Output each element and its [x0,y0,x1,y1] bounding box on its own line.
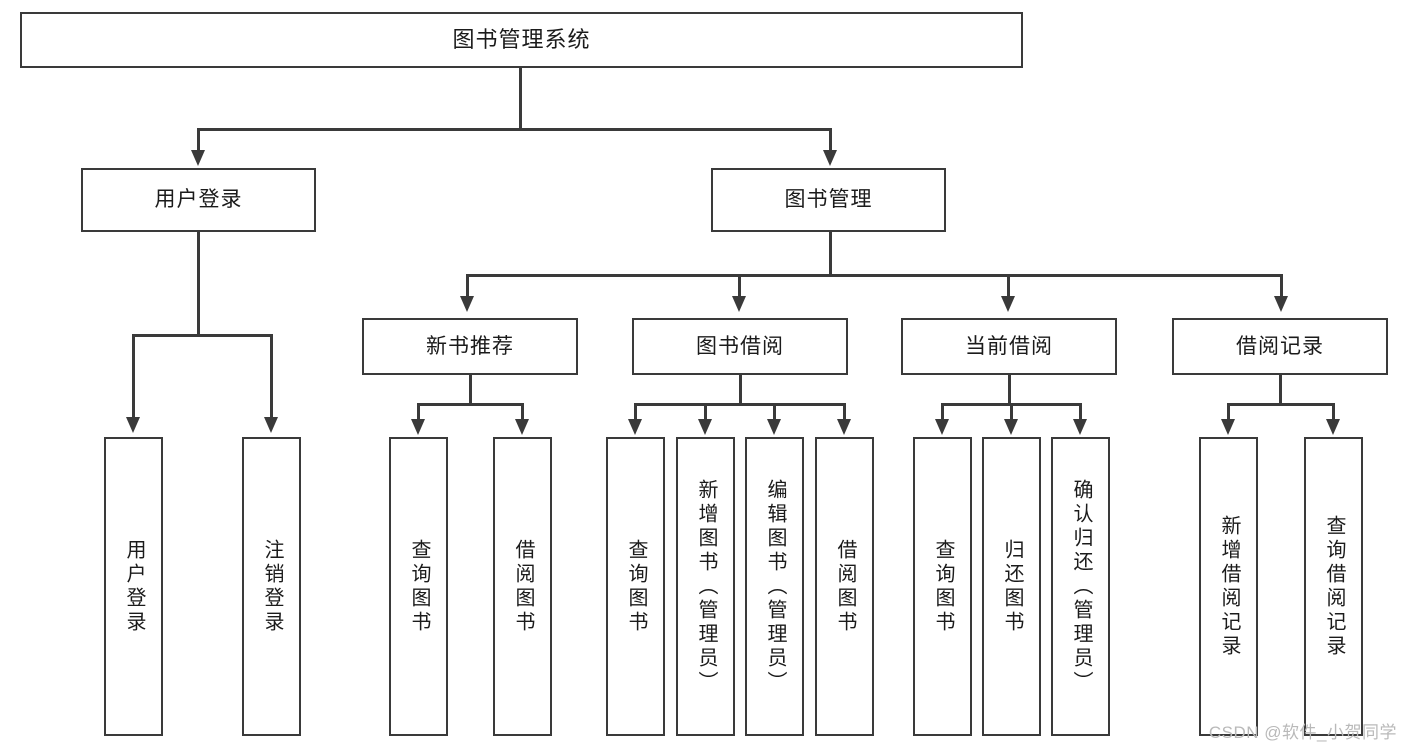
leaf-label: 编辑图书（管理员） [764,478,786,695]
edge-book-manage-to-recommend [466,274,469,298]
node-borrow-record[interactable]: 借阅记录 [1172,318,1388,375]
leaf-label: 确认归还（管理员） [1070,478,1092,695]
edge-borrow-stem [739,375,742,405]
leaf-label: 用户登录 [123,538,145,635]
leaf-label: 注销登录 [261,538,283,635]
node-root-book-management-system[interactable]: 图书管理系统 [20,12,1023,68]
node-new-book-recommend[interactable]: 新书推荐 [362,318,578,375]
arrow-book-manage-to-recommend [460,296,474,312]
leaf-label: 借阅图书 [834,538,856,635]
arrow-user-login-to-leaf-logout [264,417,278,433]
arrow-recommend-to-borrow [515,419,529,435]
edge-user-login-to-leaf-logout [270,334,273,419]
node-label: 用户登录 [154,188,243,212]
arrow-current-to-return [1004,419,1018,435]
node-book-management[interactable]: 图书管理 [711,168,946,232]
node-book-borrow[interactable]: 图书借阅 [632,318,848,375]
leaf-label: 查询图书 [932,538,954,635]
edge-current-to-query [941,403,944,421]
edge-record-to-query [1332,403,1335,421]
arrow-borrow-to-add [698,419,712,435]
node-label: 借阅记录 [1236,334,1324,358]
arrow-recommend-to-query [411,419,425,435]
arrow-root-to-book-manage [823,150,837,166]
arrow-borrow-to-borrowbook [837,419,851,435]
leaf-query-book-recommend[interactable]: 查询图书 [389,437,448,736]
node-label: 图书管理 [784,188,873,212]
edge-book-manage-bus [466,274,1280,277]
edge-recommend-to-borrow [521,403,524,421]
edge-book-manage-to-record [1280,274,1283,298]
edge-current-to-return [1010,403,1013,421]
edge-recommend-to-query [417,403,420,421]
leaf-query-borrow-record[interactable]: 查询借阅记录 [1304,437,1363,736]
node-label: 新书推荐 [426,334,514,358]
leaf-borrow-book[interactable]: 借阅图书 [815,437,874,736]
leaf-label: 查询图书 [408,538,430,635]
leaf-edit-book-admin[interactable]: 编辑图书（管理员） [745,437,804,736]
node-label: 当前借阅 [965,334,1053,358]
leaf-add-borrow-record[interactable]: 新增借阅记录 [1199,437,1258,736]
edge-borrow-to-add [704,403,707,421]
edge-root-stem [519,68,522,129]
edge-current-stem [1008,375,1011,405]
edge-book-manage-stem [829,232,832,276]
leaf-label: 查询借阅记录 [1323,514,1345,659]
leaf-label: 查询图书 [625,538,647,635]
edge-record-to-add [1227,403,1230,421]
leaf-label: 新增借阅记录 [1218,514,1240,659]
edge-root-to-book-manage [829,128,832,153]
edge-user-login-bus [132,334,270,337]
edge-user-login-stem [197,232,200,336]
edge-borrow-bus [634,403,844,406]
edge-record-bus [1227,403,1333,406]
edge-borrow-to-edit [773,403,776,421]
node-label: 图书借阅 [696,334,784,358]
arrow-book-manage-to-borrow [732,296,746,312]
arrow-borrow-to-query [628,419,642,435]
arrow-root-to-user-login [191,150,205,166]
edge-book-manage-to-current [1007,274,1010,298]
edge-root-bus [197,128,831,131]
edge-borrow-to-query [634,403,637,421]
arrow-user-login-to-leaf-login [126,417,140,433]
node-label: 图书管理系统 [452,26,591,52]
edge-record-stem [1279,375,1282,405]
edge-book-manage-to-borrow [738,274,741,298]
edge-current-to-confirm [1079,403,1082,421]
arrow-borrow-to-edit [767,419,781,435]
leaf-user-logout[interactable]: 注销登录 [242,437,301,736]
edge-user-login-to-leaf-login [132,334,135,419]
leaf-return-book[interactable]: 归还图书 [982,437,1041,736]
arrow-record-to-add [1221,419,1235,435]
edge-recommend-stem [469,375,472,405]
leaf-label: 借阅图书 [512,538,534,635]
leaf-label: 新增图书（管理员） [695,478,717,695]
leaf-query-book-borrow[interactable]: 查询图书 [606,437,665,736]
edge-recommend-bus [417,403,522,406]
arrow-book-manage-to-current [1001,296,1015,312]
leaf-user-login[interactable]: 用户登录 [104,437,163,736]
arrow-record-to-query [1326,419,1340,435]
edge-borrow-to-borrowbook [843,403,846,421]
arrow-book-manage-to-record [1274,296,1288,312]
arrow-current-to-confirm [1073,419,1087,435]
arrow-current-to-query [935,419,949,435]
edge-root-to-user-login [197,128,200,153]
leaf-borrow-book-recommend[interactable]: 借阅图书 [493,437,552,736]
leaf-label: 归还图书 [1001,538,1023,635]
node-user-login[interactable]: 用户登录 [81,168,316,232]
leaf-confirm-return-admin[interactable]: 确认归还（管理员） [1051,437,1110,736]
leaf-add-book-admin[interactable]: 新增图书（管理员） [676,437,735,736]
node-current-borrow[interactable]: 当前借阅 [901,318,1117,375]
leaf-query-book-current[interactable]: 查询图书 [913,437,972,736]
